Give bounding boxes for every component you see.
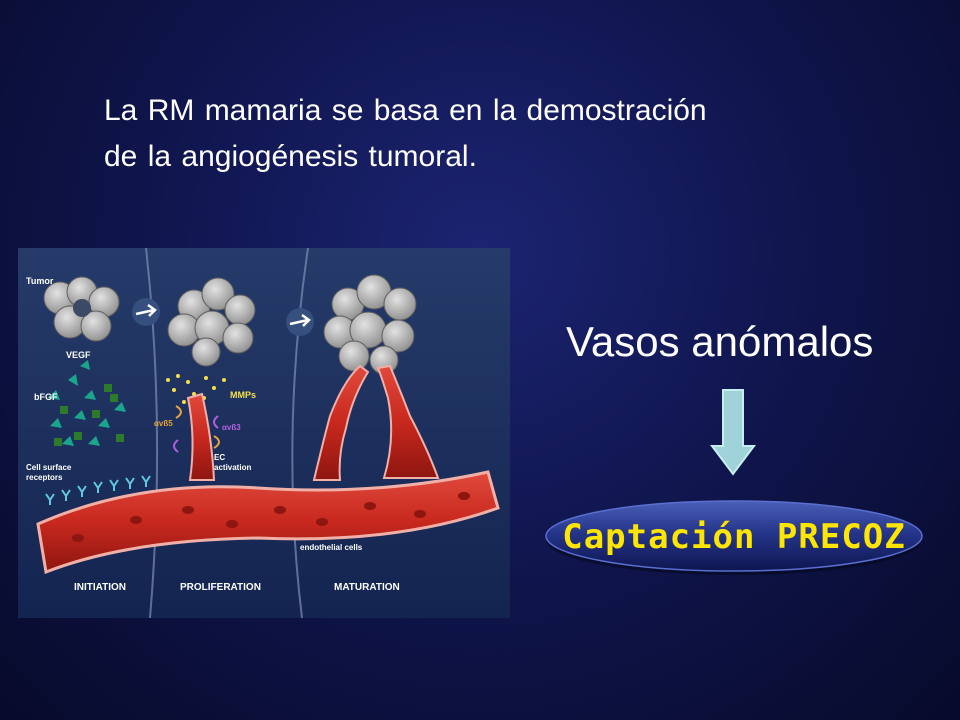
progression-arrow: [286, 308, 314, 336]
integrin-mark: [175, 405, 182, 419]
label-stage-initiation: INITIATION: [74, 582, 126, 593]
angiogenesis-diagram: Tumor VEGF bFGF MMPs αvß5 αvß3 EC activa…: [18, 248, 510, 618]
label-receptors-2: receptors: [26, 473, 63, 482]
cell-surface-receptors: [45, 475, 151, 505]
label-bfgf: bFGF: [34, 392, 58, 402]
label-tumor: Tumor: [26, 276, 54, 286]
label-stage-maturation: MATURATION: [334, 582, 400, 593]
label-stage-proliferation: PROLIFERATION: [180, 582, 261, 593]
tumor-proliferation: [167, 277, 256, 367]
tumor-initiation: [43, 276, 120, 342]
tumor-maturation: [323, 274, 417, 375]
down-arrow-icon: [710, 388, 756, 476]
label-receptors-1: Cell surface: [26, 463, 72, 472]
label-endothelial: endothelial cells: [300, 543, 363, 552]
bfgf-molecules: [54, 384, 124, 446]
title-line-1: La RM mamaria se basa en la demostración: [104, 94, 707, 127]
integrin-mark: [213, 435, 220, 449]
label-vegf: VEGF: [66, 350, 91, 360]
stage-divider: [145, 248, 159, 618]
growth-factors: [48, 360, 126, 446]
integrin-mark: [213, 415, 219, 429]
blood-vessel: [36, 364, 500, 575]
slide-title: La RM mamaria se basa en la demostración…: [104, 88, 864, 180]
label-av3: αvß3: [222, 423, 241, 432]
label-ec-activation-1: EC: [214, 453, 225, 462]
mmps-dots: [166, 374, 226, 404]
integrin-mark: [173, 439, 179, 453]
stage-divider: [291, 248, 309, 618]
vasos-anomalos-label: Vasos anómalos: [566, 318, 874, 365]
progression-arrow: [132, 298, 160, 326]
label-av5: αvß5: [154, 419, 173, 428]
label-mmps: MMPs: [230, 390, 256, 400]
captacion-precoz-badge: Captación PRECOZ: [541, 498, 927, 576]
title-line-2: de la angiogénesis tumoral.: [104, 140, 477, 173]
captacion-precoz-text: Captación PRECOZ: [562, 517, 906, 557]
label-ec-activation-2: activation: [214, 463, 251, 472]
